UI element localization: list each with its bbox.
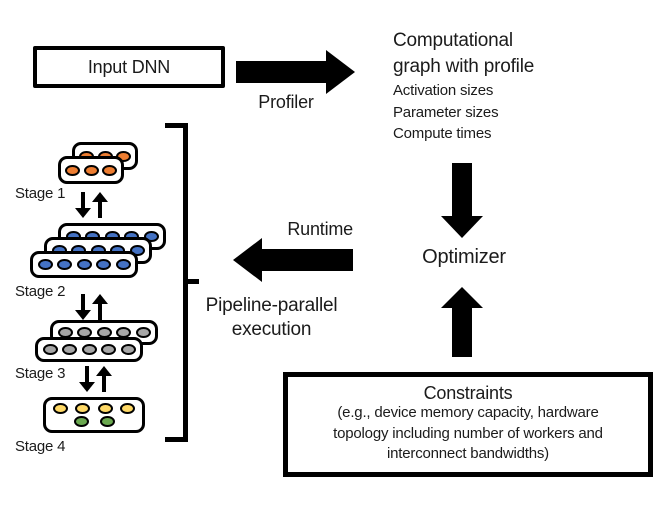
neuron-row: [46, 402, 142, 414]
arrow-shaft: [452, 308, 472, 357]
neuron-dot: [76, 259, 92, 270]
graph-title-line: graph with profile: [393, 56, 535, 77]
interstage-arrow-down-icon: [79, 366, 95, 392]
stage-layer: [30, 251, 138, 278]
arrow-shaft: [98, 202, 102, 218]
neuron-dot: [42, 344, 58, 355]
graph-title-line: Computational: [393, 30, 513, 51]
arrow-shaft: [81, 294, 85, 310]
neuron-dot: [57, 259, 72, 270]
neuron-dot: [102, 164, 118, 176]
profiler-label: Profiler: [258, 92, 314, 112]
pipeline-bracket-mid-tick: [183, 279, 199, 284]
stage-1-layer-stack: [58, 142, 138, 184]
input-dnn-box: Input DNN: [33, 46, 225, 88]
stage-layer: [35, 337, 143, 362]
stage-2-layer-stack: [30, 223, 166, 278]
arrow-head-up-icon: [92, 192, 108, 202]
arrow-head-left-icon: [233, 238, 262, 282]
pipeline-parallel-execution-label: Pipeline-parallel execution: [189, 294, 354, 342]
neuron-dot: [83, 164, 99, 176]
input-dnn-label: Input DNN: [87, 56, 171, 77]
constraints-description-line: interconnect bandwidths): [387, 445, 549, 462]
graph-to-optimizer-arrow-icon: [441, 163, 483, 238]
stage-2-label: Stage 2: [15, 283, 66, 300]
neuron-dot: [75, 402, 91, 414]
stage-layer: [43, 397, 145, 433]
arrow-head-up-icon: [441, 287, 483, 308]
computational-graph-block: Computational graph with profile Activat…: [393, 28, 578, 145]
arrow-head-up-icon: [96, 366, 112, 376]
arrow-shaft: [102, 376, 106, 392]
neuron-dot: [53, 402, 69, 414]
neuron-dot: [62, 344, 77, 355]
neuron-dot: [64, 164, 80, 176]
neuron-dot: [81, 344, 97, 355]
pipeline-label-line: Pipeline-parallel: [205, 295, 338, 316]
arrow-head-up-icon: [92, 294, 108, 304]
neuron-dot: [99, 416, 115, 428]
arrow-shaft: [452, 163, 472, 216]
stage-4-layer-stack: [43, 397, 145, 433]
neuron-dot: [135, 327, 151, 338]
graph-profile-item: Parameter sizes: [393, 103, 499, 121]
stage-3-layer-stack: [35, 320, 158, 362]
constraints-description-line: (e.g., device memory capacity, hardware: [337, 404, 599, 421]
arrow-shaft: [236, 61, 326, 83]
arrow-shaft: [98, 304, 102, 320]
neuron-dot: [37, 259, 53, 270]
arrow-head-down-icon: [75, 208, 91, 218]
interstage-arrow-up-icon: [96, 366, 112, 392]
neuron-dot: [101, 344, 116, 355]
neuron-dot: [96, 259, 111, 270]
constraints-to-optimizer-arrow-icon: [441, 287, 483, 357]
neuron-row: [46, 416, 142, 428]
neuron-row: [53, 327, 155, 338]
neuron-row: [61, 164, 121, 176]
runtime-arrow-icon: [233, 238, 353, 282]
stage-4-label: Stage 4: [15, 438, 66, 455]
stage-3-label: Stage 3: [15, 365, 66, 382]
profiler-arrow-icon: [236, 50, 355, 94]
arrow-head-down-icon: [79, 382, 95, 392]
arrow-shaft: [85, 366, 89, 382]
pipeline-bracket-bottom-tick: [165, 437, 188, 442]
arrow-head-right-icon: [326, 50, 355, 94]
neuron-dot: [115, 259, 131, 270]
constraints-box: Constraints (e.g., device memory capacit…: [283, 372, 653, 477]
arrow-head-down-icon: [75, 310, 91, 320]
stage-layer: [58, 156, 124, 184]
graph-profile-item: Compute times: [393, 125, 492, 142]
neuron-dot: [119, 402, 135, 414]
neuron-dot: [97, 402, 113, 414]
stage-1-label: Stage 1: [15, 185, 66, 202]
neuron-dot: [73, 416, 89, 428]
pipeline-bracket-top-tick: [165, 123, 188, 128]
arrow-head-down-icon: [441, 216, 483, 238]
constraints-title: Constraints: [423, 383, 513, 403]
interstage-arrow-up-icon: [92, 294, 108, 320]
interstage-arrow-up-icon: [92, 192, 108, 218]
pipeline-label-line: execution: [231, 319, 312, 340]
arrow-shaft: [81, 192, 85, 208]
interstage-arrow-down-icon: [75, 294, 91, 320]
optimizer-label: Optimizer: [422, 246, 506, 268]
graph-profile-item: Activation sizes: [393, 82, 494, 99]
interstage-arrow-down-icon: [75, 192, 91, 218]
neuron-dot: [120, 344, 136, 355]
neuron-row: [33, 259, 135, 270]
arrow-shaft: [262, 249, 353, 271]
runtime-label: Runtime: [287, 219, 353, 239]
neuron-row: [38, 344, 140, 355]
constraints-description-line: topology including number of workers and: [333, 424, 603, 442]
